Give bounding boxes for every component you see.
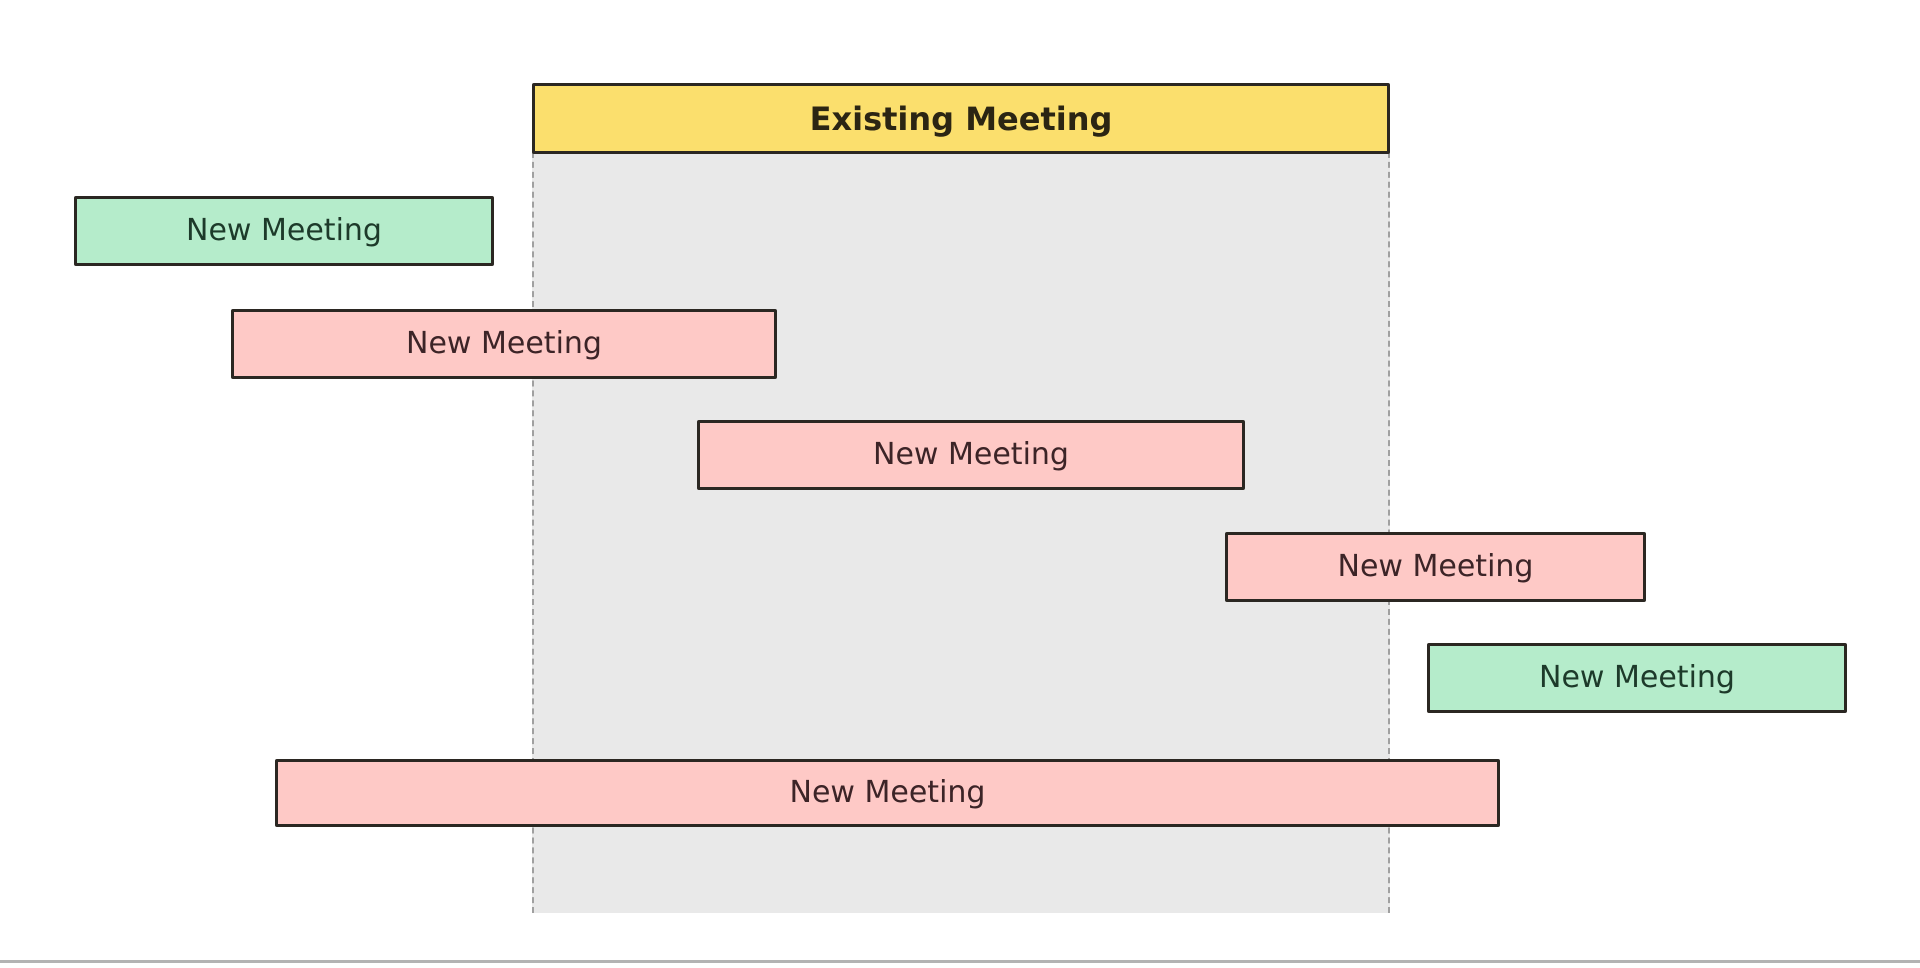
new-meeting-label: New Meeting <box>186 213 382 248</box>
new-meeting-bar-conflict: New Meeting <box>275 759 1500 827</box>
new-meeting-bar-conflict: New Meeting <box>697 420 1245 490</box>
existing-meeting-label: Existing Meeting <box>809 99 1113 138</box>
new-meeting-bar-conflict: New Meeting <box>231 309 777 379</box>
new-meeting-bar-no-conflict: New Meeting <box>74 196 494 266</box>
new-meeting-label: New Meeting <box>406 326 602 361</box>
new-meeting-bar-no-conflict: New Meeting <box>1427 643 1847 713</box>
new-meeting-label: New Meeting <box>789 775 986 810</box>
new-meeting-bar-conflict: New Meeting <box>1225 532 1646 602</box>
new-meeting-label: New Meeting <box>1337 549 1534 584</box>
existing-meeting-bar: Existing Meeting <box>532 83 1390 154</box>
bottom-divider <box>0 960 1920 963</box>
new-meeting-label: New Meeting <box>873 437 1069 472</box>
new-meeting-label: New Meeting <box>1539 660 1735 695</box>
